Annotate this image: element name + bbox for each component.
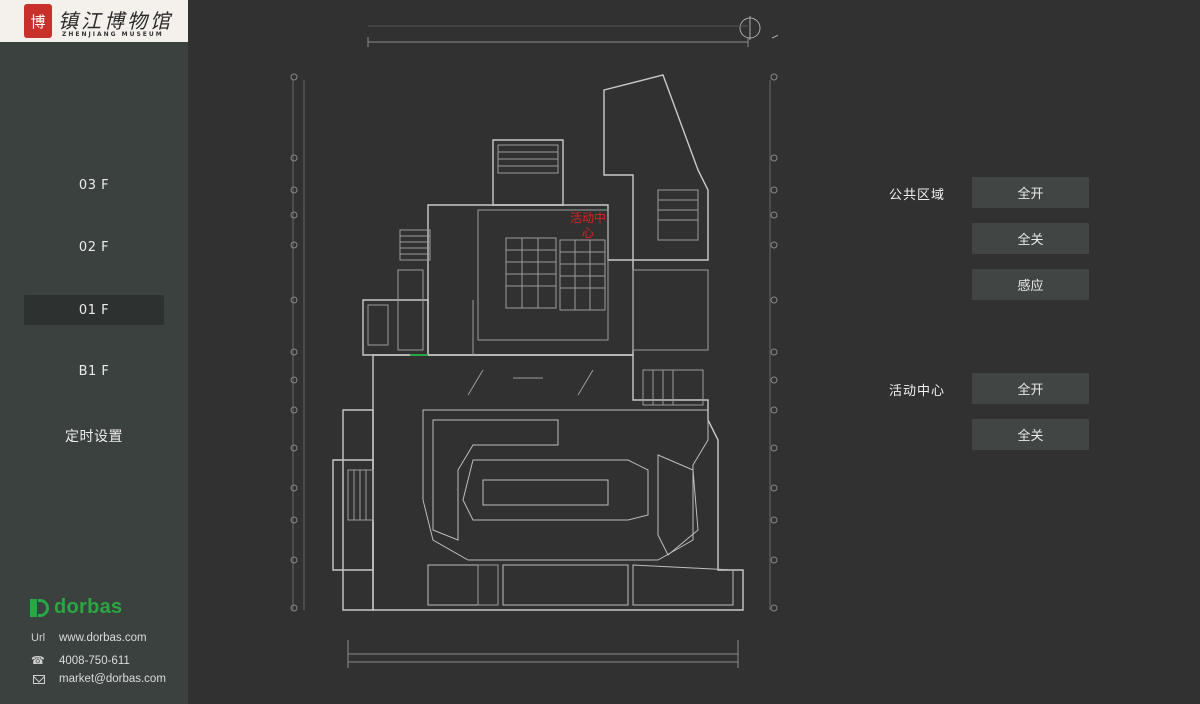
public-area-label: 公共区域 — [889, 188, 946, 203]
activity-center-label: 活动中心 — [889, 384, 946, 399]
floor-item-03f[interactable]: 03 F — [78, 177, 110, 193]
schedule-settings-item[interactable]: 定时设置 — [65, 429, 123, 445]
museum-name-en: ZHENJIANG MUSEUM — [62, 31, 164, 38]
brand-name: dorbas — [54, 596, 123, 618]
sidebar: 博 镇江博物馆 ZHENJIANG MUSEUM 03 F 02 F 01 F … — [0, 0, 188, 704]
activity-center-all-on-button[interactable]: 全开 — [972, 373, 1089, 404]
activity-center-all-off-button[interactable]: 全关 — [972, 419, 1089, 450]
email-text[interactable]: market@dorbas.com — [59, 673, 166, 685]
public-area-all-on-button[interactable]: 全开 — [972, 177, 1089, 208]
dorbas-logo: dorbas — [30, 596, 122, 619]
url-label: Url — [31, 632, 46, 644]
public-area-sensor-button[interactable]: 感应 — [972, 269, 1089, 300]
museum-logo: 博 镇江博物馆 ZHENJIANG MUSEUM — [0, 0, 188, 42]
floor-item-01f[interactable]: 01 F — [24, 295, 164, 325]
floor-item-02f[interactable]: 02 F — [78, 239, 110, 255]
phone-text: 4008-750-611 — [59, 654, 130, 667]
floor-item-b1f[interactable]: B1 F — [78, 363, 110, 379]
url-text[interactable]: www.dorbas.com — [59, 632, 147, 644]
floor-plan: 活动中心 — [188, 0, 778, 704]
contact-phone: ☎ 4008-750-611 — [31, 654, 130, 668]
dorbas-mark-icon — [30, 598, 50, 618]
public-area-all-off-button[interactable]: 全关 — [972, 223, 1089, 254]
museum-seal-icon: 博 — [24, 4, 52, 38]
contact-url: Url www.dorbas.com — [31, 632, 147, 644]
phone-icon: ☎ — [31, 655, 45, 667]
activity-center-room-label[interactable]: 活动中心 — [570, 211, 607, 240]
contact-email: market@dorbas.com — [31, 673, 166, 685]
museum-name-cn: 镇江博物馆 — [58, 9, 173, 33]
mail-icon — [33, 674, 45, 684]
